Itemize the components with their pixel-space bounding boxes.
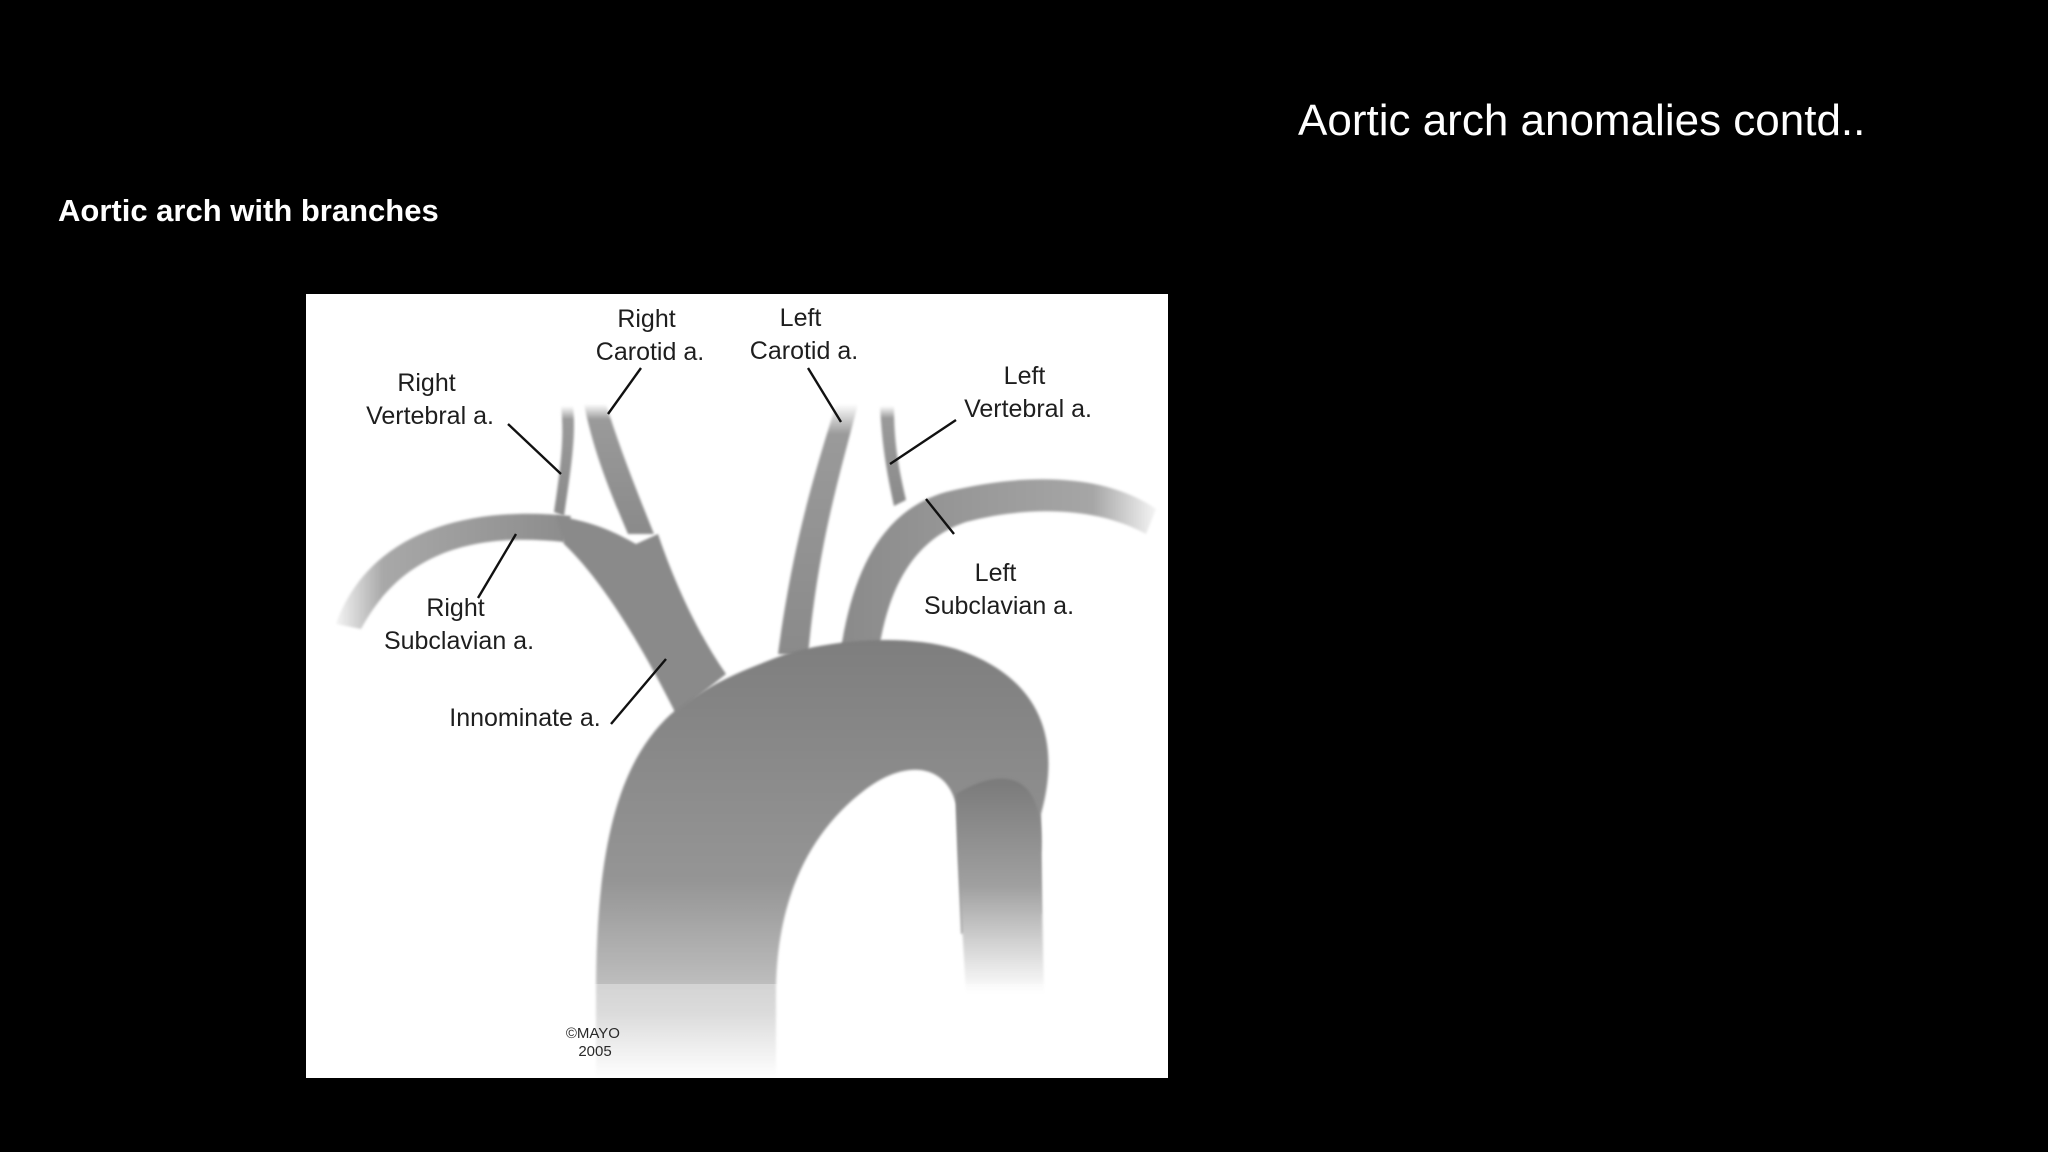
left-subclavian-label: Left Subclavian a. [924, 559, 1074, 620]
aortic-arch-figure: Right Carotid a. Left Carotid a. Right V… [306, 294, 1168, 1078]
right-carotid-leader [608, 368, 641, 414]
right-carotid-artery [584, 404, 654, 534]
right-carotid-label: Right Carotid a. [596, 305, 704, 366]
right-vertebral-leader [508, 424, 561, 474]
aortic-arch-illustration: Right Carotid a. Left Carotid a. Right V… [306, 294, 1168, 1078]
right-vertebral-artery [554, 406, 574, 516]
left-carotid-label: Left Carotid a. [750, 304, 858, 365]
left-vertebral-leader [890, 420, 956, 464]
right-vertebral-label: Right Vertebral a. [366, 369, 494, 430]
innominate-label: Innominate a. [449, 704, 601, 732]
left-carotid-leader [808, 368, 841, 422]
slide-subtitle: Aortic arch with branches [58, 193, 439, 229]
left-vertebral-label: Left Vertebral a. [964, 362, 1092, 423]
right-subclavian-leader [478, 534, 516, 598]
descending-aorta [956, 778, 1044, 994]
innominate-leader [611, 659, 666, 724]
slide-title: Aortic arch anomalies contd.. [1298, 96, 1865, 146]
left-carotid-artery [778, 404, 858, 656]
right-subclavian-label: Right Subclavian a. [384, 594, 534, 655]
innominate-artery [556, 516, 726, 714]
